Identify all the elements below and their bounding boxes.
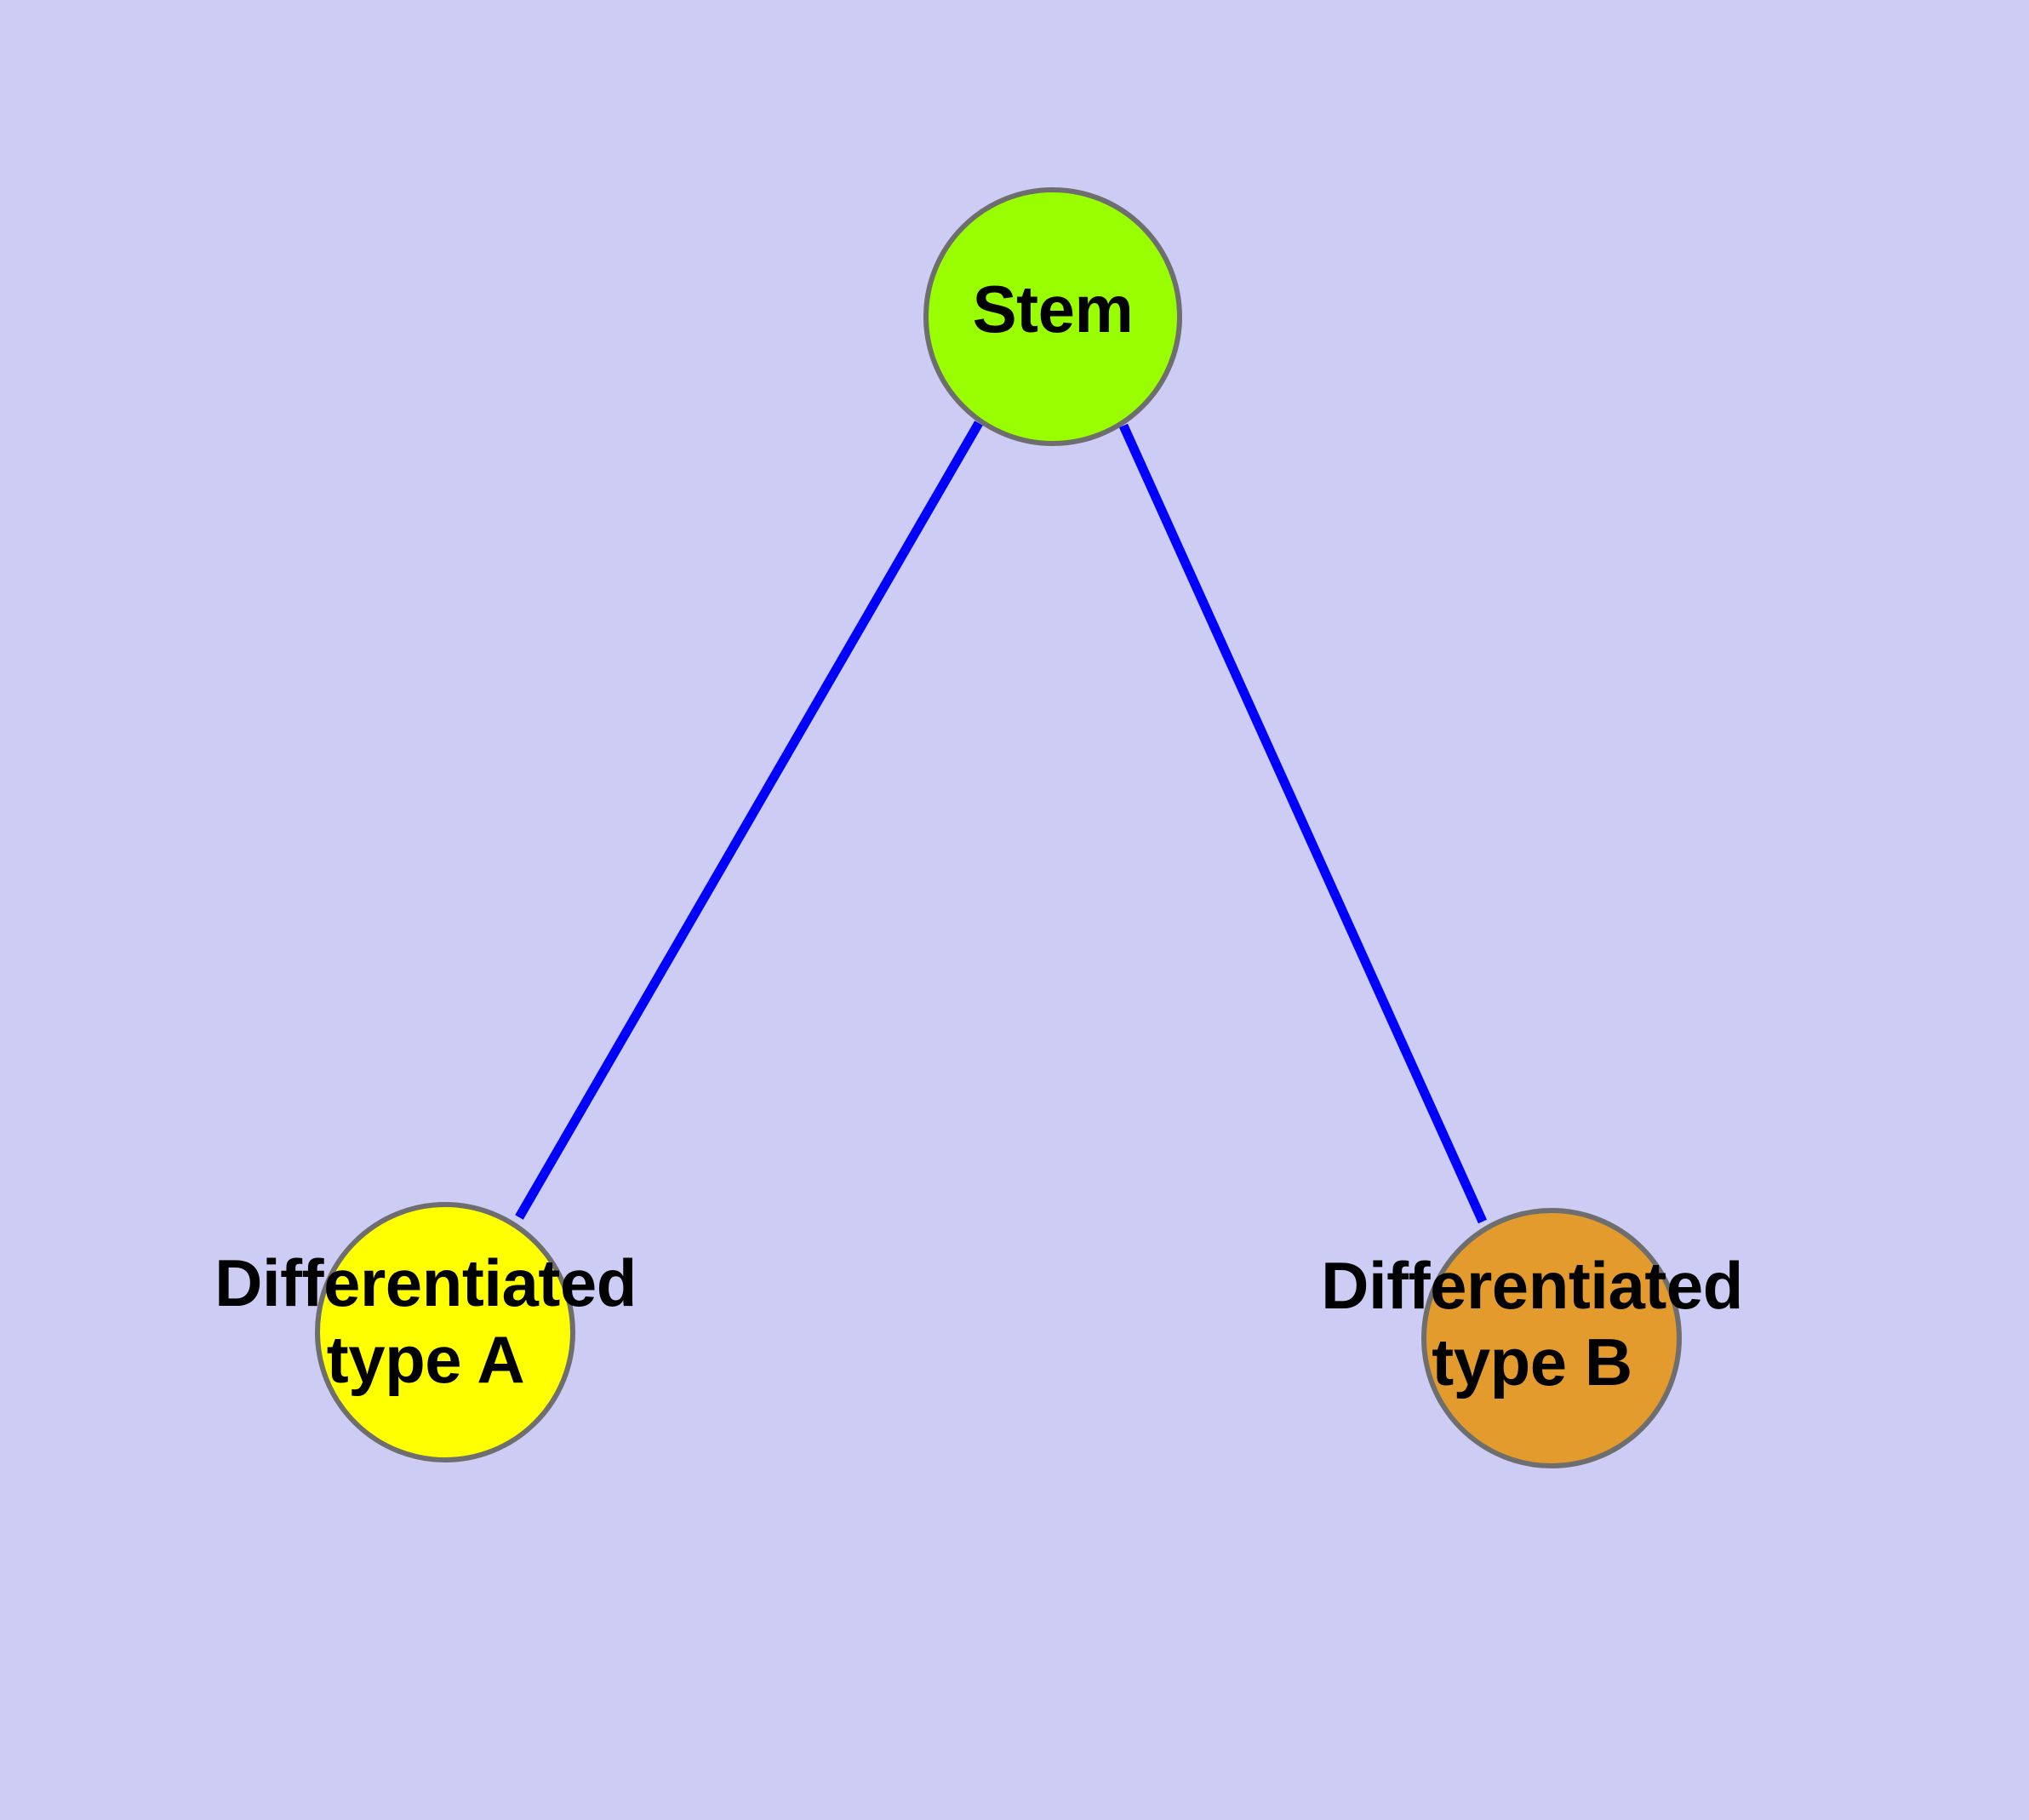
node-differentiated-type-b[interactable] — [1421, 1208, 1682, 1468]
node-label-diff-b-line1: Differentiated — [1321, 1248, 1743, 1323]
edge-stem-to-diff-a — [515, 421, 983, 1220]
node-label-diff-a-line2: type A — [326, 1322, 525, 1398]
node-label-stem: Stem — [972, 272, 1134, 346]
edge-stem-to-diff-b — [1118, 423, 1488, 1224]
node-differentiated-type-a[interactable] — [315, 1202, 575, 1462]
node-stem[interactable] — [923, 187, 1182, 446]
node-label-diff-b-line2: type B — [1432, 1325, 1632, 1400]
node-label-diff-a-line1: Differentiated — [214, 1245, 637, 1320]
